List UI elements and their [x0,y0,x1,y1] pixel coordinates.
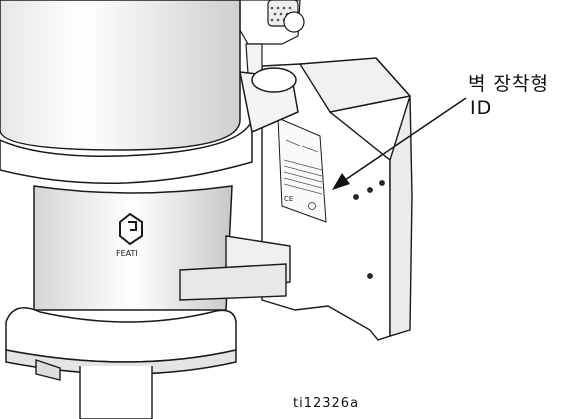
id-label-plate: CE [277,117,327,223]
callout-label: 벽 장착형 [468,73,549,95]
support-tray [179,235,291,301]
top-fitting [239,0,305,75]
callout-label-id: ID [470,97,493,119]
air-motor-cylinder [0,0,241,151]
callout-arrow [332,97,467,190]
graco-logo-icon [119,212,143,246]
figure-id: ti12326a [293,396,360,411]
outlet-pipe [35,359,153,419]
svg-text:CE: CE [284,195,293,203]
pump-logo-text: FEATI [116,249,138,258]
bottom-ring [5,307,237,375]
mounting-collar [0,67,299,184]
